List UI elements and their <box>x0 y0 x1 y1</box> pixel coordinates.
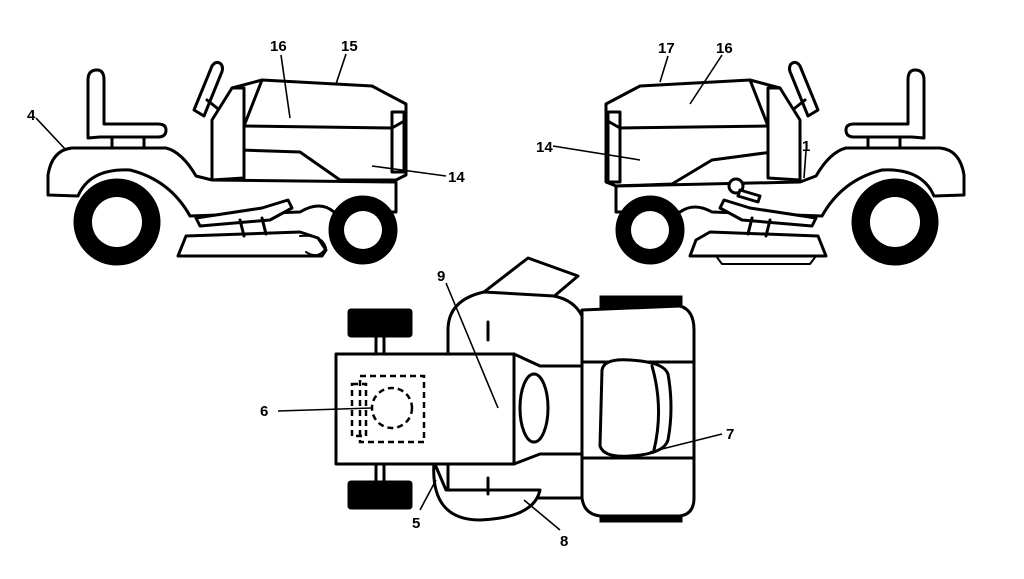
right-grille-slot <box>606 110 622 184</box>
left-footrest <box>194 198 294 228</box>
callout-5: 5 <box>412 515 420 532</box>
leader-16-left <box>280 54 291 119</box>
leader-5 <box>419 479 437 511</box>
right-rear-fender <box>614 146 966 218</box>
callout-17: 17 <box>658 40 675 57</box>
callout-16-right: 16 <box>716 40 733 57</box>
left-front-hub <box>344 211 382 249</box>
top-dashed-decal-inner <box>350 382 368 438</box>
top-steering-wheel <box>518 372 550 444</box>
callout-16-left: 16 <box>270 38 287 55</box>
left-deck-chute <box>299 234 327 257</box>
leader-16-right <box>689 54 723 105</box>
right-mower-deck <box>688 230 828 258</box>
right-steering-wheel <box>788 60 820 118</box>
leader-14-left <box>371 165 447 177</box>
leader-4 <box>35 117 67 151</box>
right-rear-hub <box>870 197 920 247</box>
callout-14-left: 14 <box>448 169 465 186</box>
callout-labels: 4 16 15 14 17 16 14 1 9 6 7 5 8 <box>27 38 810 550</box>
callout-9: 9 <box>437 268 445 285</box>
left-hood <box>230 78 408 182</box>
left-deck-hanger <box>238 216 268 238</box>
leader-9 <box>445 282 499 409</box>
right-dash <box>766 86 802 182</box>
top-view <box>334 256 696 523</box>
top-front-tire-top <box>347 308 413 338</box>
left-seat-back <box>86 68 168 140</box>
top-front-tire-bottom <box>347 480 413 510</box>
left-rear-hub <box>92 197 142 247</box>
left-rear-fender <box>46 146 398 218</box>
left-dash <box>210 86 246 182</box>
callout-7: 7 <box>726 426 734 443</box>
callout-8: 8 <box>560 533 568 550</box>
left-grille-slot <box>390 110 406 174</box>
left-steering-wheel <box>192 60 224 118</box>
right-footrest <box>718 198 818 228</box>
top-front-axle <box>374 335 386 483</box>
right-front-hub <box>631 211 669 249</box>
leader-15 <box>335 53 347 85</box>
callout-6: 6 <box>260 403 268 420</box>
right-hood <box>604 78 782 188</box>
leader-lines <box>35 53 807 531</box>
callout-4: 4 <box>27 107 36 124</box>
leader-8 <box>523 499 561 531</box>
leader-7 <box>649 433 723 453</box>
top-dashed-decal-outline <box>358 374 426 444</box>
callout-1: 1 <box>802 138 810 155</box>
leader-14-right <box>552 145 641 161</box>
leader-1 <box>803 150 807 179</box>
top-seat <box>598 358 673 458</box>
right-side-view <box>604 60 966 266</box>
right-deck-hanger <box>746 216 772 238</box>
leader-6 <box>277 407 373 412</box>
top-seat-back <box>650 364 660 452</box>
callout-14-right: 14 <box>536 139 553 156</box>
left-side-view <box>46 60 408 266</box>
callout-15: 15 <box>341 38 358 55</box>
right-seat-back <box>844 68 926 140</box>
right-lever <box>736 188 762 204</box>
right-deck-chute <box>715 255 817 265</box>
leader-17 <box>659 55 669 83</box>
